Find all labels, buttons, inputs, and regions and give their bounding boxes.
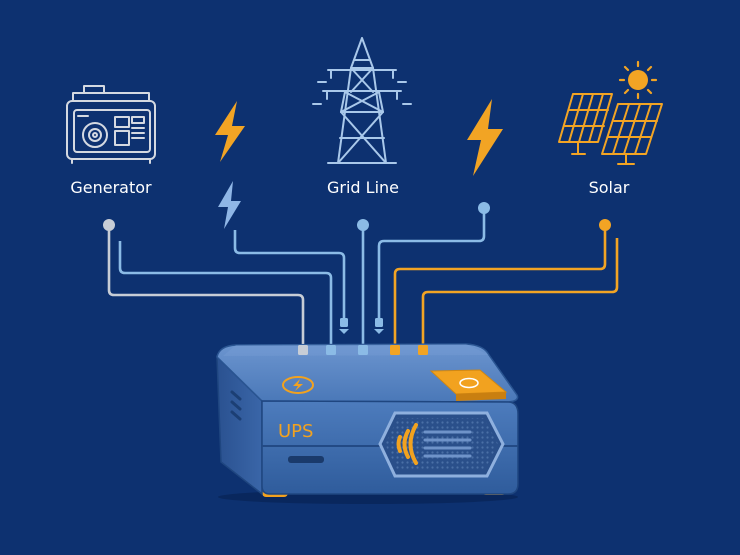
side-vents: [230, 390, 242, 421]
signal-wave-icon: [396, 423, 418, 465]
solar-port[interactable]: [418, 345, 428, 355]
solar-label: Solar: [589, 178, 630, 197]
generator-line-1: [107, 225, 305, 345]
grid-line-label: Grid Line: [327, 178, 399, 197]
solar-line-2: [421, 238, 619, 345]
plug-pin: [339, 318, 349, 334]
grid-terminal-dot: [357, 219, 369, 231]
transmission-tower-icon: [312, 37, 412, 164]
generator-label: Generator: [70, 178, 152, 197]
ups-label: UPS: [278, 421, 313, 442]
grid-port[interactable]: [326, 345, 336, 355]
handle-slot: [288, 456, 324, 463]
grid-port[interactable]: [358, 345, 368, 355]
grid-terminal-dot: [478, 202, 490, 214]
ups-device: UPS: [216, 343, 519, 504]
lightning-bolt-icon: [218, 181, 241, 229]
solar-terminal-dot: [599, 219, 611, 231]
solar-port[interactable]: [390, 345, 400, 355]
generator-line-2: [118, 241, 333, 345]
sun-icon: [618, 60, 658, 100]
generator-port[interactable]: [298, 345, 308, 355]
generator-terminal-dot: [103, 219, 115, 231]
solar-panels-icon: [558, 93, 663, 165]
lightning-bolt-icon: [215, 101, 245, 162]
solar-line-1: [393, 225, 607, 345]
power-button[interactable]: [429, 369, 508, 401]
grid-line-3: [377, 208, 486, 321]
generator-icon: [66, 85, 156, 164]
plug-pin: [374, 318, 384, 334]
grille-bars: [423, 430, 472, 458]
lightning-bolt-icon: [282, 376, 314, 394]
grid-line-1: [233, 230, 346, 321]
lightning-bolt-icon: [467, 99, 503, 176]
